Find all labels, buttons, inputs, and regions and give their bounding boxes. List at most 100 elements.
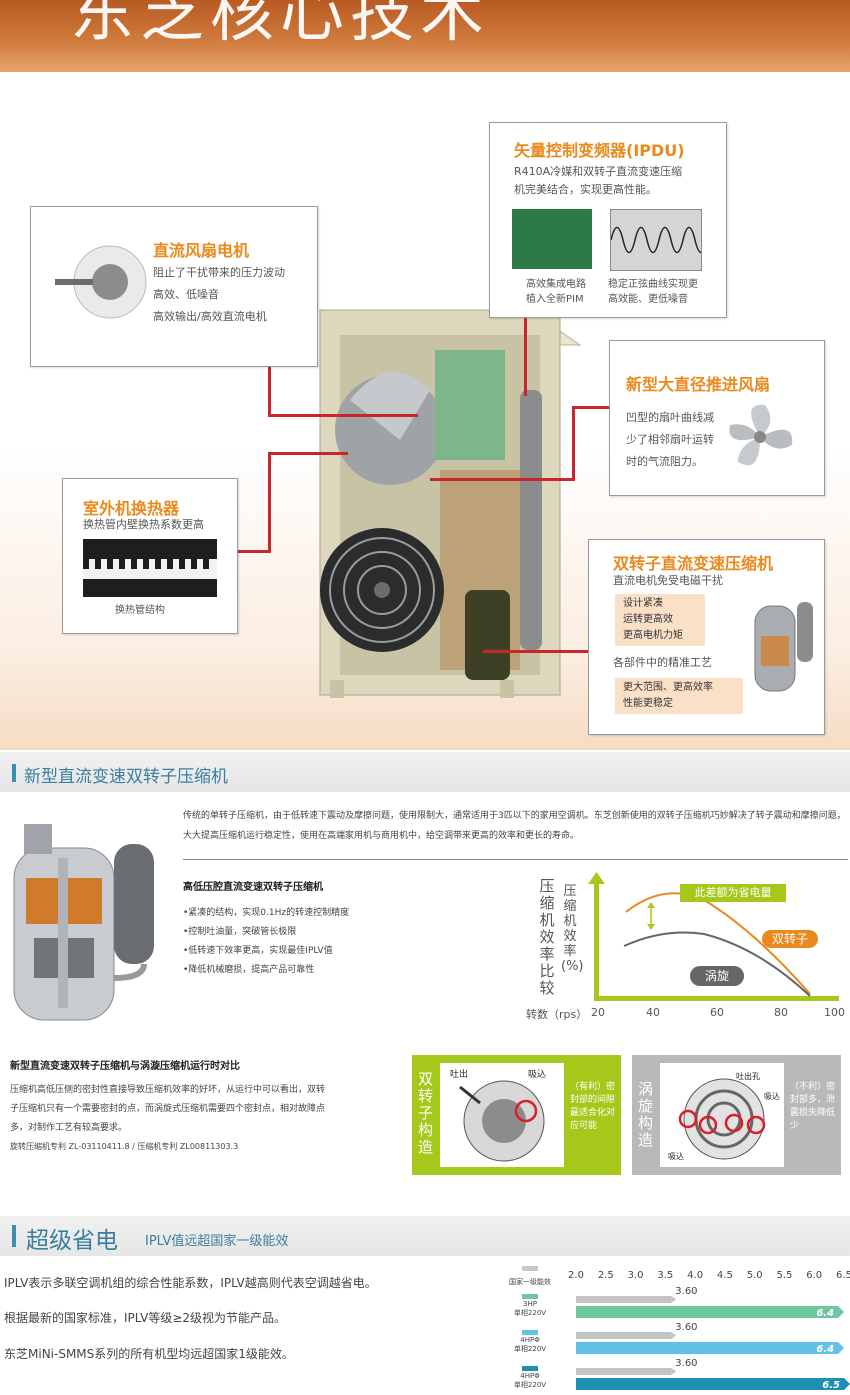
category-label: 4HPΦ bbox=[520, 1336, 540, 1344]
section-marker bbox=[12, 764, 16, 782]
outdoor-unit-illustration bbox=[318, 309, 582, 698]
chart1-xtick: 40 bbox=[646, 1006, 660, 1019]
section1-intro: 传统的单转子压缩机，由于低转速下震动及摩擦问题，使用限制大，通常适用于3匹以下的… bbox=[183, 811, 846, 841]
scroll-out: 吐出孔 bbox=[736, 1072, 760, 1081]
twin-rotor-in: 吸込 bbox=[528, 1070, 547, 1080]
compressor-sub2: 各部件中的精准工艺 bbox=[613, 656, 712, 669]
propeller-fan-line: 凹型的扇叶曲线减 bbox=[626, 411, 714, 424]
x-tick-label: 3.0 bbox=[628, 1270, 644, 1281]
category-swatch bbox=[522, 1294, 538, 1299]
compressor-cutaway-image bbox=[13, 824, 154, 1021]
ipdu-callout: 矢量控制变频器(IPDU) R410A冷媒和双转子直流变速压缩 机完美结合，实现… bbox=[489, 122, 727, 318]
heat-exchanger-sub: 换热管内壁换热系数更高 bbox=[83, 518, 204, 531]
legend-swatch bbox=[522, 1266, 538, 1271]
fan-motor-line: 高效输出/高效直流电机 bbox=[153, 310, 267, 323]
section-marker bbox=[12, 1225, 16, 1247]
x-tick-label: 5.0 bbox=[747, 1270, 763, 1281]
chart1-xtick: 20 bbox=[591, 1006, 605, 1019]
compressor-box1: 设计紧凑 运转更高效 更高电机力矩 bbox=[615, 594, 705, 646]
comparison-title: 新型直流变速双转子压缩机与涡漩压缩机运行时对比 bbox=[10, 1061, 240, 1072]
connector-line bbox=[524, 316, 527, 396]
fan-motor-callout: 直流风扇电机 阻止了干扰带来的压力波动 高效、低噪音 高效输出/高效直流电机 bbox=[30, 206, 318, 367]
ipdu-cap1: 高效集成电路 bbox=[526, 279, 586, 290]
section-bar: 新型直流变速双转子压缩机 bbox=[0, 752, 850, 792]
compressor-callout: 双转子直流变速压缩机 直流电机免受电磁干扰 设计紧凑 运转更高效 更高电机力矩 … bbox=[588, 539, 825, 735]
bar-national bbox=[576, 1332, 672, 1339]
scroll-panel: 涡旋构造 吐出孔 吸込 吸込 （不利）密封部多，泄露损失降低少 bbox=[632, 1055, 841, 1175]
bar-value-label: 6.4 bbox=[816, 1308, 834, 1319]
scroll-in: 吸込 bbox=[764, 1092, 780, 1101]
series-line-scroll bbox=[623, 931, 811, 997]
propeller-fan-image bbox=[729, 404, 793, 466]
iplv-line: IPLV表示多联空调机组的综合性能系数，IPLV越高则代表空调越省电。 bbox=[4, 1276, 377, 1290]
propeller-fan-callout: 新型大直径推进风扇 凹型的扇叶曲线减 少了相邻扇叶运转 时的气流阻力。 bbox=[609, 340, 825, 496]
x-tick-label: 2.5 bbox=[598, 1270, 614, 1281]
connector-line bbox=[268, 414, 418, 417]
circuit-board-image bbox=[512, 209, 592, 269]
patent-text: 旋转压缩机专利 ZL-03110411.8 / 压缩机专利 ZL00811303… bbox=[10, 1142, 239, 1151]
bar-value bbox=[576, 1342, 839, 1354]
series-label-twin-rotor: 双转子 bbox=[762, 930, 818, 948]
bar-value-tip bbox=[838, 1342, 845, 1354]
ipdu-line: 机完美结合，实现更高性能。 bbox=[514, 183, 657, 196]
x-tick-label: 5.5 bbox=[776, 1270, 792, 1281]
bar-national-label: 3.60 bbox=[675, 1358, 697, 1369]
propeller-fan-line: 时的气流阻力。 bbox=[626, 455, 703, 468]
ipdu-cap2: 高效能、更低噪音 bbox=[608, 294, 688, 305]
twin-rotor-diagram: 吐出 吸込 bbox=[440, 1063, 564, 1167]
bar-national bbox=[576, 1368, 672, 1375]
category-label: 3HP bbox=[523, 1300, 537, 1308]
x-tick-label: 4.0 bbox=[687, 1270, 703, 1281]
category-label: 4HPΦ bbox=[520, 1372, 540, 1380]
heat-tube-caption: 换热管结构 bbox=[115, 605, 165, 616]
iplv-line: 东芝MiNi-SMMS系列的所有机型均远超国家1级能效。 bbox=[4, 1347, 294, 1361]
banner-title: 东芝核心技术 bbox=[70, 0, 490, 51]
heat-tube-image bbox=[83, 539, 217, 597]
chart1-xaxis bbox=[594, 996, 839, 1001]
connector-line bbox=[268, 452, 271, 552]
compressor-image bbox=[754, 602, 813, 692]
x-tick-label: 3.5 bbox=[657, 1270, 673, 1281]
section-bar: 超级省电 IPLV值远超国家一级能效 bbox=[0, 1216, 850, 1256]
ipdu-cap1: 植入全新PIM bbox=[526, 294, 584, 305]
chart1-xtick: 100 bbox=[824, 1006, 845, 1019]
scroll-in: 吸込 bbox=[668, 1152, 684, 1161]
comparison-line: 子压缩机只有一个需要密封的点，而涡旋式压缩机需要四个密封点，相对故障点 bbox=[10, 1104, 326, 1114]
bar-value-tip bbox=[838, 1306, 845, 1318]
twin-rotor-out: 吐出 bbox=[450, 1070, 469, 1080]
fan-motor-image bbox=[55, 245, 147, 319]
heat-exchanger-callout: 室外机换热器 换热管内壁换热系数更高 换热管结构 bbox=[62, 478, 238, 634]
category-swatch bbox=[522, 1330, 538, 1335]
twin-rotor-vtitle: 双转子构造 bbox=[418, 1070, 434, 1156]
top-banner: 东芝核心技术 bbox=[0, 0, 850, 72]
bar-national-label: 3.60 bbox=[675, 1286, 697, 1297]
comparison-line: 多，对制作工艺有较高要求。 bbox=[10, 1123, 128, 1133]
bar-national-tip bbox=[671, 1296, 677, 1303]
legend-label: 国家一级能效 bbox=[509, 1277, 551, 1286]
connector-line bbox=[268, 365, 271, 417]
scroll-note: （不利）密封部多，泄露损失降低少 bbox=[790, 1082, 836, 1131]
bar-national-label: 3.60 bbox=[675, 1322, 697, 1333]
bullet-item: •紧凑的结构，实现0.1Hz的转速控制精度 bbox=[183, 908, 350, 918]
chart1-yaxis bbox=[594, 880, 599, 1000]
iplv-line: 根据最新的国家标准，IPLV等级≥2级视为节能产品。 bbox=[4, 1311, 287, 1325]
section-title: 新型直流变速双转子压缩机 bbox=[24, 767, 228, 787]
connector-line bbox=[572, 406, 575, 480]
connector-line bbox=[572, 406, 612, 409]
compressor-sub: 直流电机免受电磁干扰 bbox=[613, 574, 723, 587]
ipdu-title: 矢量控制变频器(IPDU) bbox=[514, 141, 685, 160]
propeller-fan-title: 新型大直径推进风扇 bbox=[626, 375, 771, 394]
x-tick-label: 6.0 bbox=[806, 1270, 822, 1281]
bar-value-label: 6.5 bbox=[822, 1380, 840, 1391]
scroll-vtitle: 涡旋构造 bbox=[638, 1080, 654, 1149]
compressor-title: 双转子直流变速压缩机 bbox=[613, 554, 774, 573]
bar-national-tip bbox=[671, 1332, 677, 1339]
ipdu-cap2: 稳定正弦曲线实现更 bbox=[608, 279, 698, 290]
bar-value bbox=[576, 1378, 844, 1390]
series-label-scroll: 涡旋 bbox=[690, 966, 744, 986]
x-tick-label: 6.5 bbox=[836, 1270, 850, 1281]
bullet-item: •控制吐油量，突破管长极限 bbox=[183, 927, 297, 937]
fan-motor-title: 直流风扇电机 bbox=[153, 241, 250, 260]
bar-national bbox=[576, 1296, 672, 1303]
